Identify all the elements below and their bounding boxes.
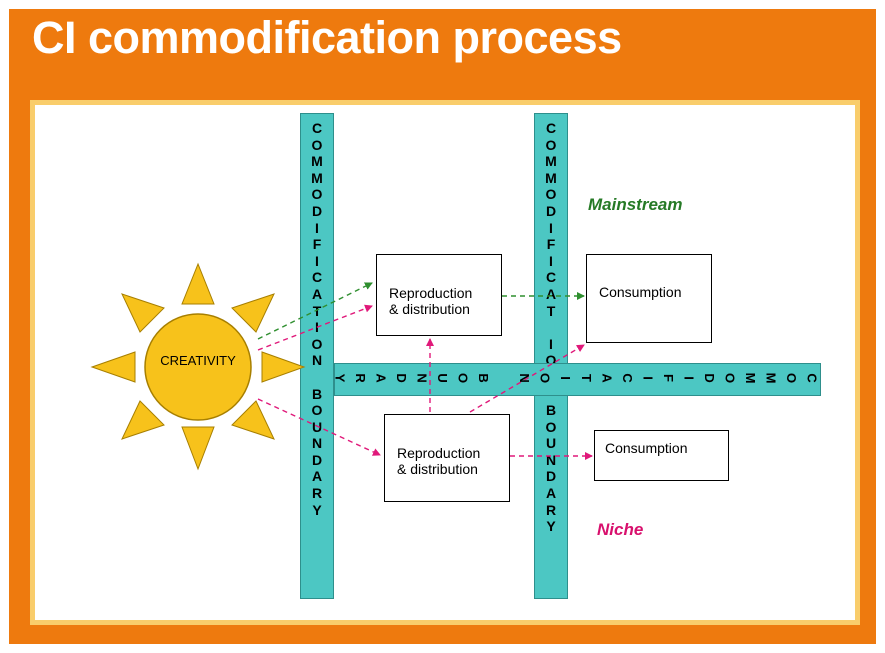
boundary-letter: B bbox=[476, 373, 491, 382]
arrow-creativity-to-repro-mainstream bbox=[257, 282, 373, 340]
box-consumption-niche: Consumption bbox=[594, 430, 729, 481]
boundary-horizontal bbox=[334, 363, 821, 396]
boundary-letter: I bbox=[549, 252, 553, 269]
boundary-letter: D bbox=[311, 451, 323, 468]
sun-center bbox=[144, 313, 252, 421]
boundary-letter: R bbox=[545, 501, 557, 518]
boundary-letter: O bbox=[311, 136, 323, 153]
boundary-letter: O bbox=[456, 373, 471, 383]
boundary-letter: I bbox=[549, 219, 553, 236]
boundary-letter: O bbox=[538, 373, 553, 383]
boundary-letter: O bbox=[311, 335, 323, 352]
boundary-letter: I bbox=[315, 219, 319, 236]
boundary-letter: D bbox=[545, 202, 557, 219]
sun-rays bbox=[90, 262, 306, 471]
boundary-letter: A bbox=[311, 468, 323, 485]
boundary-letter: D bbox=[702, 373, 717, 382]
boundary-letter: C bbox=[805, 373, 820, 383]
boundary-letter: C bbox=[620, 373, 635, 383]
boundary-letter: N bbox=[415, 373, 430, 382]
box-reproduction-niche-line2: & distribution bbox=[397, 461, 478, 477]
boundary-letter: N bbox=[545, 451, 557, 468]
boundary-letter: A bbox=[545, 285, 557, 302]
box-reproduction-mainstream: Reproduction & distribution bbox=[376, 254, 502, 336]
boundary-letter: O bbox=[545, 418, 557, 435]
box-consumption-mainstream-label: Consumption bbox=[599, 284, 682, 300]
boundary-letter: A bbox=[599, 373, 614, 383]
boundary-letter: O bbox=[311, 186, 323, 203]
boundary-letter: C bbox=[311, 269, 323, 286]
boundary-letter: I bbox=[315, 252, 319, 269]
boundary-letter: O bbox=[722, 373, 737, 383]
niche-arrows bbox=[257, 304, 593, 460]
boundary-letter: U bbox=[435, 373, 450, 382]
mainstream-label: Mainstream bbox=[588, 195, 683, 214]
slide-title: CI commodification process bbox=[32, 12, 622, 63]
boundary-letter: C bbox=[311, 120, 323, 136]
boundary-letter: Y bbox=[333, 374, 348, 383]
boundary-letter: O bbox=[784, 373, 799, 383]
mainstream-arrows bbox=[257, 282, 585, 340]
boundary-letter: B bbox=[311, 385, 323, 402]
boundary-letter: N bbox=[311, 352, 323, 369]
boundary-letter: I bbox=[549, 335, 553, 352]
boundary-letter: D bbox=[545, 468, 557, 485]
boundary-letter: U bbox=[545, 435, 557, 452]
boundary-letter: N bbox=[311, 435, 323, 452]
boundary-letter: A bbox=[545, 485, 557, 502]
boundary-letter: D bbox=[394, 373, 409, 382]
box-consumption-niche-label: Consumption bbox=[605, 440, 688, 456]
boundary-letter: F bbox=[312, 236, 322, 253]
boundary-letter: F bbox=[661, 374, 676, 382]
box-reproduction-mainstream-line2: & distribution bbox=[389, 301, 470, 317]
boundary-letter: N bbox=[517, 373, 532, 382]
box-reproduction-niche-line1: Reproduction bbox=[397, 445, 481, 461]
boundary-letter: A bbox=[374, 373, 389, 383]
creativity-label: CREATIVITY bbox=[160, 353, 236, 368]
boundary-letter: B bbox=[545, 402, 557, 419]
boundary-letter: M bbox=[763, 373, 778, 384]
boundary-letter: O bbox=[545, 352, 557, 369]
boundary-letter: M bbox=[743, 373, 758, 384]
boundary-letter: C bbox=[545, 120, 557, 136]
boundary-letter: T bbox=[546, 302, 556, 319]
boundary-letter: F bbox=[546, 236, 556, 253]
boundary-letter: M bbox=[311, 169, 323, 186]
boundary-letter: O bbox=[311, 402, 323, 419]
boundary-letter: Y bbox=[546, 518, 556, 535]
boundary-letter: C bbox=[545, 269, 557, 286]
box-consumption-mainstream: Consumption bbox=[586, 254, 712, 343]
boundary-letter: A bbox=[311, 285, 323, 302]
boundary-letter: M bbox=[311, 153, 323, 170]
boundary-letter: R bbox=[353, 373, 368, 383]
boundary-letter: T bbox=[579, 374, 594, 382]
box-reproduction-niche: Reproduction & distribution bbox=[384, 414, 510, 502]
niche-label: Niche bbox=[597, 520, 644, 539]
boundary-letter: I bbox=[640, 376, 655, 380]
arrow-creativity-to-repro-niche bbox=[257, 398, 381, 456]
boundary-letter: I bbox=[681, 376, 696, 380]
arrow-niche-repro-to-consumption-top bbox=[469, 344, 585, 413]
boundary-letter: I bbox=[558, 376, 573, 380]
boundary-letter: M bbox=[545, 169, 557, 186]
boundary-letter: O bbox=[545, 186, 557, 203]
boundary-letter: M bbox=[545, 153, 557, 170]
boundary-letter: R bbox=[311, 485, 323, 502]
boundary-letter: D bbox=[311, 202, 323, 219]
boundary-letter: Y bbox=[312, 501, 322, 518]
box-reproduction-mainstream-line1: Reproduction bbox=[389, 285, 473, 301]
arrow-creativity-to-repro-top bbox=[257, 304, 373, 351]
boundary-letter: O bbox=[545, 136, 557, 153]
